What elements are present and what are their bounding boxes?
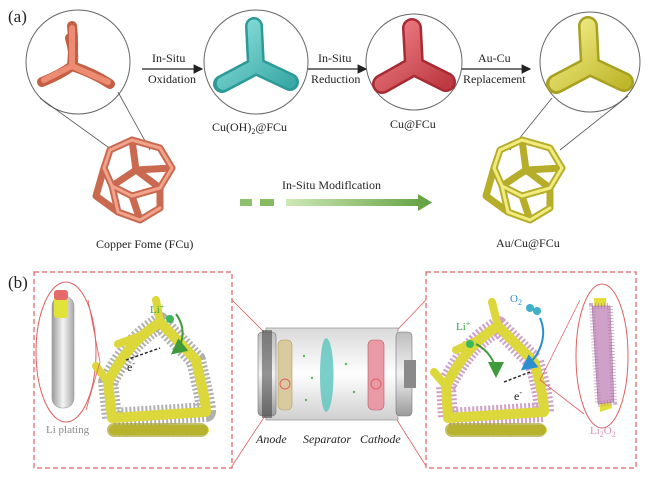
- modification-dash-1: [240, 199, 252, 206]
- li-ion-label-right: Li+: [456, 319, 471, 333]
- li-ion-sphere: [466, 340, 474, 348]
- zoom-line: [39, 97, 113, 151]
- zoom-line: [559, 95, 629, 151]
- modification-dash-2: [260, 199, 274, 206]
- modification-label: In-Situ Modiflcation: [282, 178, 381, 192]
- au-cu-fcu-label: Au/Cu@FCu: [496, 236, 560, 250]
- electron-label-left: e-: [127, 359, 135, 374]
- panel-b-label: (b): [8, 273, 28, 292]
- oxygen-arrow: [520, 317, 545, 371]
- separator-label: Separator: [303, 432, 351, 446]
- electron-arrow-left: [125, 347, 161, 361]
- step-1-line2: Oxidation: [148, 72, 196, 86]
- copper-tripod-circle: [25, 9, 131, 115]
- step-1-line1: In-Situ: [152, 51, 185, 65]
- anode-label: Anode: [255, 432, 287, 446]
- zoom-line: [539, 299, 581, 381]
- cathode-zoom-marker: [370, 378, 382, 390]
- cuoh2-label: Cu(OH)2@FCu: [212, 120, 287, 136]
- step-3-line1: Au-Cu: [478, 51, 511, 65]
- cathode-detail-box: [425, 271, 637, 469]
- modification-arrow: [286, 194, 432, 211]
- oxygen-label: O2: [510, 293, 522, 307]
- cuoh2-circle: [203, 9, 309, 115]
- oxygen-molecule: [526, 304, 534, 312]
- li2o2-coated-rod: [588, 298, 618, 412]
- anode-detail-box: [33, 271, 233, 469]
- step-3-line2: Replacement: [463, 72, 526, 86]
- anode-zoom-marker: [279, 378, 291, 390]
- cathode-scaffold: [430, 298, 554, 437]
- cathode-label: Cathode: [360, 432, 401, 446]
- li-plated-rod: [51, 290, 75, 409]
- step-2-line1: In-Situ: [318, 51, 351, 65]
- step-2-line2: Reduction: [311, 72, 360, 86]
- battery-cell: [257, 327, 416, 421]
- cu-fcu-circle: [365, 13, 463, 111]
- zoom-line: [87, 299, 101, 363]
- zoom-line: [539, 379, 585, 415]
- electron-arrow-right: [503, 371, 531, 383]
- electron-label-right: e-: [514, 388, 522, 403]
- anode-scaffold: [92, 296, 216, 437]
- oxygen-molecule: [533, 307, 541, 315]
- zoom-line: [85, 361, 101, 411]
- li2o2-label: Li2O2: [590, 425, 616, 439]
- li-plating-label: Li plating: [46, 424, 90, 436]
- au-cu-foam-highlight: [492, 138, 564, 222]
- li-ion-sphere: [166, 315, 174, 323]
- li-ion-arrow-left: [170, 313, 189, 355]
- li-ion-label-left: Li+: [150, 302, 165, 316]
- li-ion-arrow-right: [475, 343, 504, 378]
- au-cu-circle: [539, 11, 641, 113]
- copper-foam-highlight: [102, 138, 174, 222]
- cu-fcu-label: Cu@FCu: [390, 117, 436, 131]
- panel-a-label: (a): [8, 7, 27, 26]
- copper-foam-label: Copper Fome (FCu): [96, 237, 193, 251]
